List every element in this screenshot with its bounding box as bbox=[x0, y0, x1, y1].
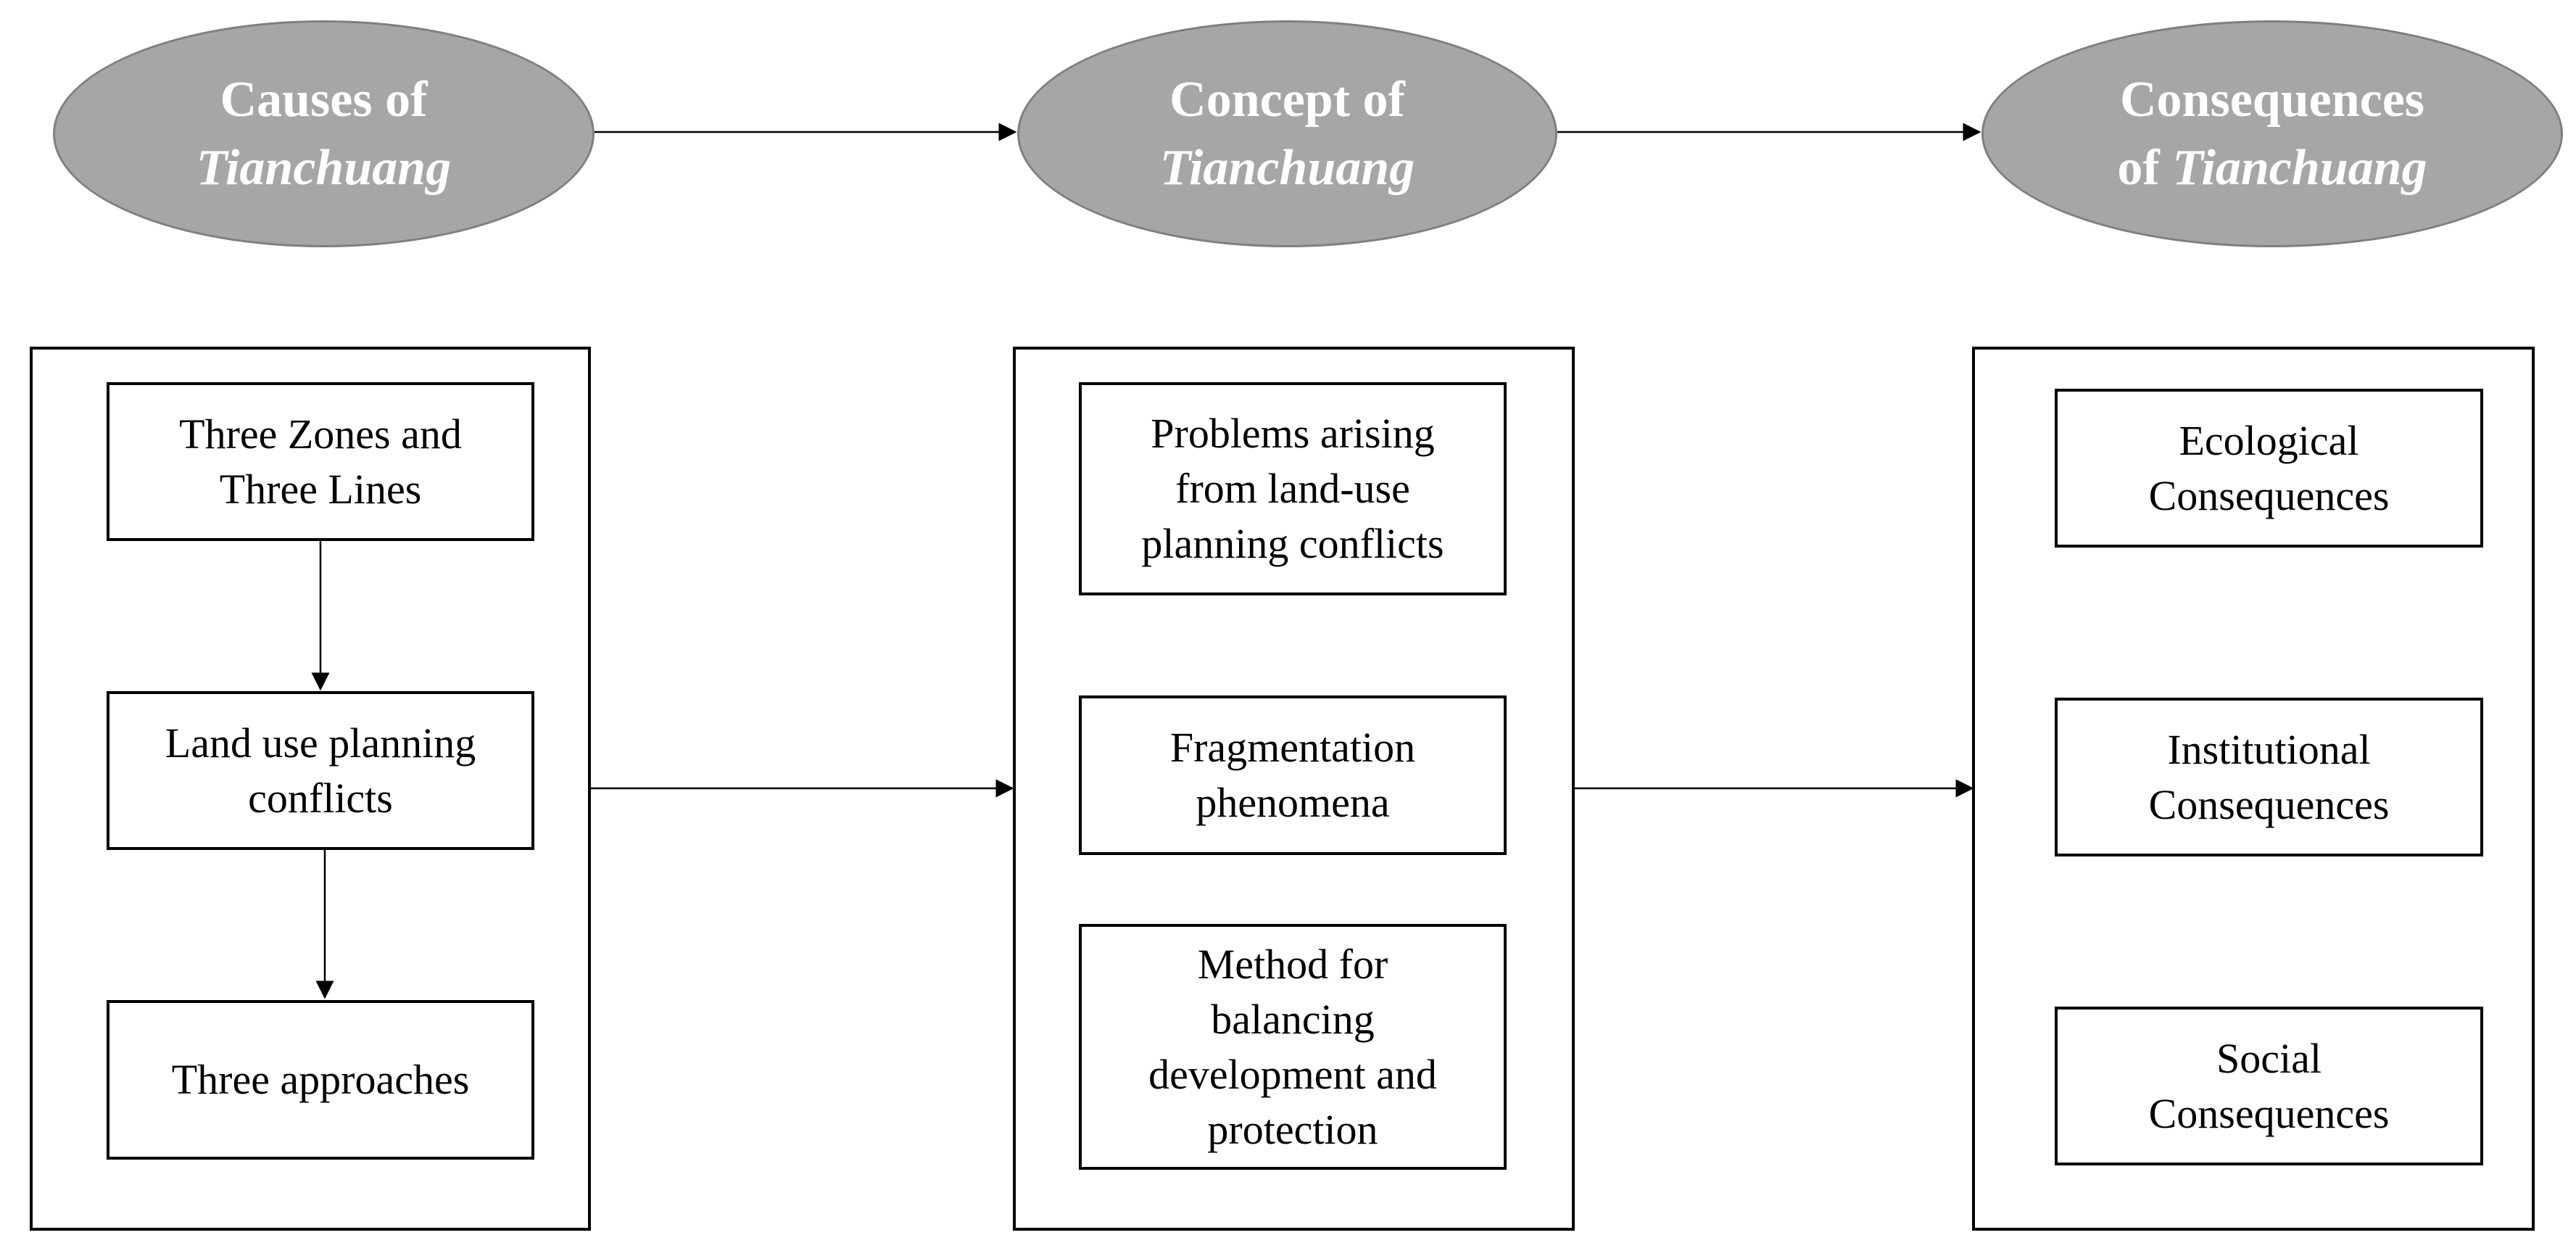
causes-item-three-zones: Three Zones and Three Lines bbox=[107, 382, 534, 541]
causes-ellipse: Causes of Tianchuang bbox=[53, 20, 595, 247]
consequences-title-italic: Tianchuang bbox=[2172, 139, 2427, 196]
consequences-item-ecological: Ecological Consequences bbox=[2055, 389, 2483, 548]
consequences-container bbox=[1972, 347, 2535, 1231]
causes-item-planning-conflicts-label: Land use planning conflicts bbox=[165, 719, 476, 822]
causes-item-three-zones-label: Three Zones and Three Lines bbox=[179, 410, 462, 513]
consequences-item-social: Social Consequences bbox=[2055, 1007, 2483, 1165]
concept-item-problems-label: Problems arising from land-use planning … bbox=[1141, 410, 1444, 567]
causes-title-line1: Causes of bbox=[220, 71, 428, 128]
concept-item-problems: Problems arising from land-use planning … bbox=[1079, 382, 1507, 595]
consequences-item-institutional-label: Institutional Consequences bbox=[2148, 725, 2390, 828]
concept-title-italic: Tianchuang bbox=[1159, 139, 1415, 196]
concept-item-fragmentation-label: Fragmentation phenomena bbox=[1169, 724, 1416, 826]
causes-container bbox=[30, 347, 591, 1231]
concept-item-method: Method for balancing development and pro… bbox=[1079, 924, 1507, 1170]
consequences-item-social-label: Social Consequences bbox=[2148, 1034, 2390, 1137]
causes-title-line2: Tianchuang bbox=[196, 134, 451, 202]
causes-item-three-approaches-label: Three approaches bbox=[171, 1056, 470, 1103]
causes-title-italic: Tianchuang bbox=[196, 139, 452, 196]
consequences-title-prefix: of bbox=[2117, 139, 2173, 196]
concept-title-line1: Concept of bbox=[1169, 71, 1405, 128]
concept-title-line2: Tianchuang bbox=[1160, 134, 1415, 202]
consequences-item-ecological-label: Ecological Consequences bbox=[2148, 416, 2390, 519]
consequences-ellipse: Consequences of Tianchuang bbox=[1981, 20, 2563, 247]
consequences-title-line2: of Tianchuang bbox=[2117, 134, 2427, 202]
concept-ellipse: Concept of Tianchuang bbox=[1017, 20, 1557, 247]
concept-container bbox=[1013, 347, 1575, 1231]
concept-item-fragmentation: Fragmentation phenomena bbox=[1079, 695, 1507, 855]
causes-item-three-approaches: Three approaches bbox=[107, 1000, 534, 1160]
causes-item-planning-conflicts: Land use planning conflicts bbox=[107, 691, 534, 850]
consequences-title-line1: Consequences bbox=[2119, 71, 2425, 128]
consequences-item-institutional: Institutional Consequences bbox=[2055, 698, 2483, 856]
concept-item-method-label: Method for balancing development and pro… bbox=[1148, 940, 1437, 1153]
